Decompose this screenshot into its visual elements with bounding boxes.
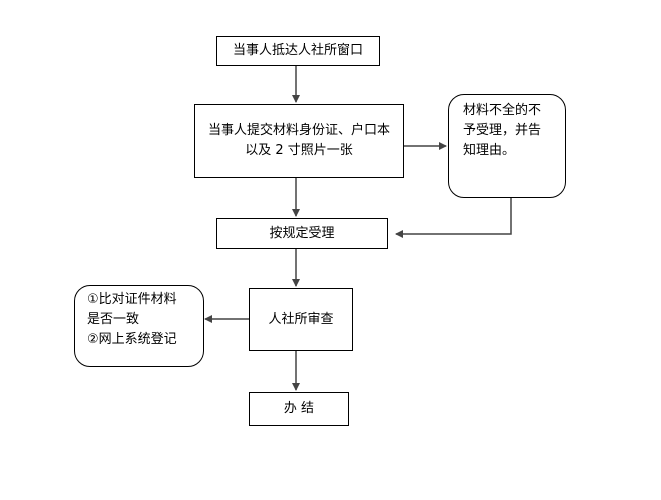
- step-submit-box: 当事人提交材料身份证、户口本 以及 2 寸照片一张: [194, 104, 404, 178]
- step-incomplete-label-line1: 材料不全的不: [463, 103, 542, 118]
- step-incomplete-label-line2: 予受理，并告: [463, 123, 542, 138]
- step-complete-box: 办 结: [249, 392, 349, 426]
- step-arrive-box: 当事人抵达人社所窗口: [216, 36, 380, 66]
- step-incomplete-label-line3: 知理由。: [463, 143, 516, 158]
- step-review-notes-line2: 是否一致: [87, 312, 140, 327]
- arrow-incomplete-to-accept: [395, 198, 512, 238]
- step-review-box: 人社所审查: [249, 288, 353, 351]
- step-review-label: 人社所审查: [268, 311, 334, 327]
- step-complete-label: 办 结: [283, 401, 315, 416]
- step-review-notes-box: ①比对证件材料 是否一致 ②网上系统登记: [74, 285, 204, 367]
- step-submit-label-line1: 当事人提交材料身份证、户口本: [207, 123, 390, 138]
- step-arrive-label: 当事人抵达人社所窗口: [232, 43, 363, 58]
- step-review-notes-line1: ①比对证件材料: [87, 292, 177, 307]
- step-submit-label-line2: 以及 2 寸照片一张: [245, 143, 353, 158]
- step-review-notes-line3: ②网上系统登记: [87, 332, 177, 347]
- step-incomplete-box: 材料不全的不 予受理，并告 知理由。: [448, 94, 566, 198]
- step-accept-label: 按规定受理: [269, 225, 335, 241]
- step-accept-box: 按规定受理: [216, 218, 388, 249]
